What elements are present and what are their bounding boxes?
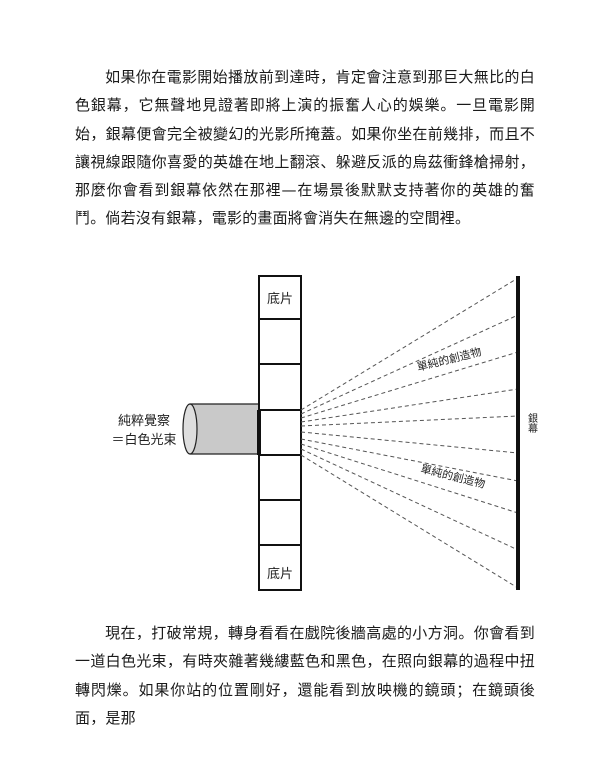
light-beam-cylinder xyxy=(182,403,258,455)
film-bottom-label: 底片 xyxy=(267,566,293,582)
projection-rays xyxy=(300,277,519,589)
creation-label-top: 單純的創造物 xyxy=(415,344,482,374)
continuation-paragraph-text: 現在，打破常規，轉身看看在戲院後牆高處的小方洞。你會看到一道白色光束，有時夾雜著… xyxy=(75,624,535,727)
film-strip xyxy=(258,275,302,591)
source-label-line1: 純粹覺察 xyxy=(118,414,170,429)
intro-paragraph-text: 如果你在電影開始播放前到達時，肯定會注意到那巨大無比的白色銀幕，它無聲地見證著即… xyxy=(75,68,535,228)
continuation-paragraph: 現在，打破常規，轉身看看在戲院後牆高處的小方洞。你會看到一道白色光束，有時夾雜著… xyxy=(75,619,535,732)
screen-label: 銀幕 xyxy=(526,412,538,433)
projection-diagram: 底片 底片 純粹覺察 ＝白色光束 單純的創造物 單純的創造物 銀幕 xyxy=(111,275,538,591)
film-top-label: 底片 xyxy=(267,291,293,307)
creation-label-bottom: 單純的創造物 xyxy=(419,461,486,491)
source-label-line2: ＝白色光束 xyxy=(111,432,176,448)
intro-paragraph: 如果你在電影開始播放前到達時，肯定會注意到那巨大無比的白色銀幕，它無聲地見證著即… xyxy=(75,63,535,233)
